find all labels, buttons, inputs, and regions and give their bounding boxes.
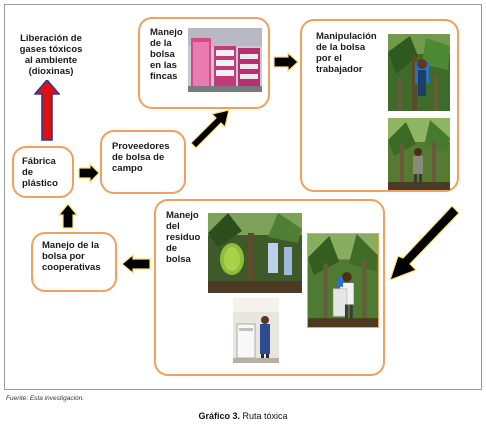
node-manipulacion-label: Manipulación de la bolsa por el trabajad… xyxy=(316,31,377,75)
source-note: Fuente: Esta investigación. xyxy=(6,395,85,402)
emission-label: Liberación de gases tóxicos al ambiente … xyxy=(19,33,83,77)
node-residuo: Manejo del residuo de bolsa xyxy=(154,199,385,376)
arrow-fabrica-to-proveedores xyxy=(78,163,100,183)
bag-bundles-photo xyxy=(188,28,262,92)
worker-field-photo xyxy=(388,118,450,190)
node-manipulacion: Manipulación de la bolsa por el trabajad… xyxy=(300,19,459,192)
node-fincas-label: Manejo de la bolsa en las fincas xyxy=(150,27,183,82)
bananas-bagged-photo xyxy=(208,213,302,293)
arrow-manipulacion-to-residuo xyxy=(389,205,460,282)
arrow-fincas-to-manipulacion xyxy=(273,52,299,72)
node-cooperativas: Manejo de la bolsa por cooperativas xyxy=(31,232,117,292)
arrow-residuo-to-cooperativas xyxy=(121,254,151,274)
worker-bananas-sack-photo xyxy=(307,233,379,328)
arrow-proveedores-to-fincas xyxy=(190,109,230,149)
node-residuo-label: Manejo del residuo de bolsa xyxy=(166,210,201,265)
arrow-cooperativas-to-fabrica xyxy=(58,203,78,229)
caption-label: Gráfico 3. xyxy=(198,411,240,421)
node-proveedores: Proveedores de bolsa de campo xyxy=(100,130,186,194)
worker-bagging-photo xyxy=(388,34,450,111)
emission-arrow xyxy=(34,80,60,141)
node-fabrica-label: Fábrica de plástico xyxy=(22,156,58,189)
caption-title: Ruta tóxica xyxy=(242,411,288,421)
figure-caption: Gráfico 3. Ruta tóxica xyxy=(0,411,486,421)
node-proveedores-label: Proveedores de bolsa de campo xyxy=(112,141,170,174)
node-fabrica: Fábrica de plástico xyxy=(12,146,74,198)
recycling-station-photo xyxy=(233,298,279,363)
node-fincas: Manejo de la bolsa en las fincas xyxy=(138,17,270,109)
node-cooperativas-label: Manejo de la bolsa por cooperativas xyxy=(42,240,101,273)
